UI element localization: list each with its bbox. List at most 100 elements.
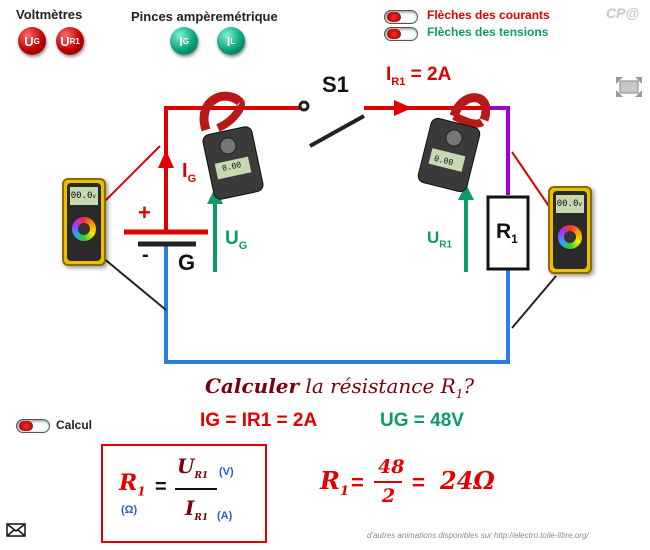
voltmeter-right-lead-black <box>511 275 557 329</box>
formula-u-main: U <box>177 454 195 478</box>
ur1-label: UR1 <box>427 228 452 250</box>
formula-i-main: I <box>185 496 195 520</box>
toggle-tensions[interactable] <box>384 27 418 41</box>
ig-arrow-head <box>158 150 174 168</box>
result-r-main: R <box>320 466 340 495</box>
clamp-ig-sub: G <box>182 36 189 46</box>
clamp-meter-left[interactable]: 0.00 <box>196 90 268 200</box>
voltmeter-left-value: 00.0 <box>70 191 93 201</box>
calcul-label: Calcul <box>56 418 93 432</box>
current-arrow-top <box>394 100 412 116</box>
formula-r-sub: 1 <box>137 484 146 499</box>
voltmeter-left-unit: v <box>92 193 96 200</box>
mail-icon[interactable] <box>6 522 26 538</box>
question: Calculer la résistance R1? <box>205 374 474 401</box>
formula-box: R1 (Ω) = UR1 (V) IR1 (A) <box>101 444 267 543</box>
wire-blue <box>164 245 510 364</box>
clamp-meter-right[interactable]: 0.00 <box>414 86 491 196</box>
switch-terminal-left <box>298 100 310 112</box>
current-label-sub: R1 <box>391 75 406 88</box>
toggle-courants-label: Flèches des courants <box>427 8 550 22</box>
result-equals-1: = <box>351 470 364 495</box>
ur1-label-main: U <box>427 228 440 247</box>
toggle-calcul[interactable] <box>16 419 50 433</box>
switch-label[interactable]: S1 <box>322 72 349 97</box>
result-denominator: 2 <box>382 485 396 507</box>
result-r-sub: 1 <box>339 483 349 499</box>
question-text: la résistance R <box>299 374 456 398</box>
voltmeter-ur1-label: U <box>60 33 70 49</box>
question-sub: 1 <box>455 387 464 401</box>
generator-label: G <box>178 250 196 275</box>
question-verb: Calculer <box>205 374 300 398</box>
ug-label-main: U <box>225 228 239 249</box>
formula-i: IR1 <box>185 496 208 523</box>
resistor-label: R1 <box>496 220 518 246</box>
voltmeter-left[interactable]: 00.0v <box>62 178 106 266</box>
voltmeter-left-body: 00.0v <box>67 183 101 261</box>
current-label-main: I <box>386 64 392 85</box>
pinces-title: Pinces ampèremétrique <box>131 9 278 24</box>
logo: CP@ <box>606 5 640 21</box>
toggle-courants[interactable] <box>384 10 418 24</box>
voltmetres-title: Voltmètres <box>16 7 83 22</box>
formula-u: UR1 <box>177 454 208 481</box>
credit-link[interactable]: d'autres animations disponibles sur http… <box>367 531 589 540</box>
current-label: IR1 = 2A <box>386 64 451 88</box>
fullscreen-icon[interactable] <box>616 77 642 97</box>
result-numerator: 48 <box>378 456 405 478</box>
voltmeter-right-display: 00.0v <box>556 195 584 213</box>
given-current: IG = IR1 = 2A <box>200 410 318 431</box>
clamp-il-sub: L <box>230 36 236 46</box>
resistor-r1 <box>486 195 530 271</box>
voltmeter-right-unit: v <box>578 201 582 208</box>
resistor-label-main: R <box>496 220 512 243</box>
formula-i-sub: R1 <box>194 513 209 523</box>
voltmeter-left-display: 00.0v <box>70 187 98 205</box>
ur1-arrow-head <box>458 184 474 200</box>
clamp-ig-label: I <box>179 33 183 49</box>
given-voltage: UG = 48V <box>380 410 464 431</box>
voltmeter-ug-sub: G <box>33 36 40 46</box>
generator-minus: - <box>142 244 149 266</box>
formula-r: R1 <box>119 470 146 498</box>
switch-blade <box>309 114 365 148</box>
toggle-tensions-label: Flèches des tensions <box>427 25 549 39</box>
ug-label-sub: G <box>238 239 248 252</box>
formula-equals: = <box>155 476 167 498</box>
result-r: R1 <box>320 466 349 499</box>
ig-label-sub: G <box>187 173 197 185</box>
voltmeter-right-value: 00.0 <box>556 199 579 209</box>
ur1-label-sub: R1 <box>439 239 453 251</box>
result-equals-2: = <box>412 470 425 495</box>
voltmeter-left-lead-black <box>95 251 167 311</box>
ug-label: UG <box>225 228 247 252</box>
resistor-label-sub: 1 <box>511 232 518 247</box>
formula-u-sub: R1 <box>194 471 209 481</box>
question-end: ? <box>463 374 475 398</box>
formula-r-unit: (Ω) <box>121 504 138 516</box>
voltmeter-ur1-sub: R1 <box>69 36 80 46</box>
formula-u-unit: (V) <box>219 466 234 478</box>
current-value: = 2A <box>405 64 452 85</box>
formula-r-main: R <box>119 470 138 496</box>
result-fraction-bar <box>374 481 402 483</box>
generator-plus: + <box>138 200 151 225</box>
ig-label-main: I <box>182 160 188 182</box>
voltmeter-right-body: 00.0v <box>553 191 587 269</box>
result-value: 24Ω <box>440 466 495 495</box>
wire-purple <box>490 106 510 195</box>
formula-i-unit: (A) <box>217 510 233 522</box>
voltmeter-right-dial <box>558 225 582 249</box>
clamp-il-label: I <box>226 33 231 49</box>
formula-fraction-bar <box>175 488 217 490</box>
voltmeter-ug-label: U <box>24 33 34 49</box>
voltmeter-right[interactable]: 00.0v <box>548 186 592 274</box>
ig-label: IG <box>182 160 196 185</box>
voltmeter-left-dial <box>72 217 96 241</box>
